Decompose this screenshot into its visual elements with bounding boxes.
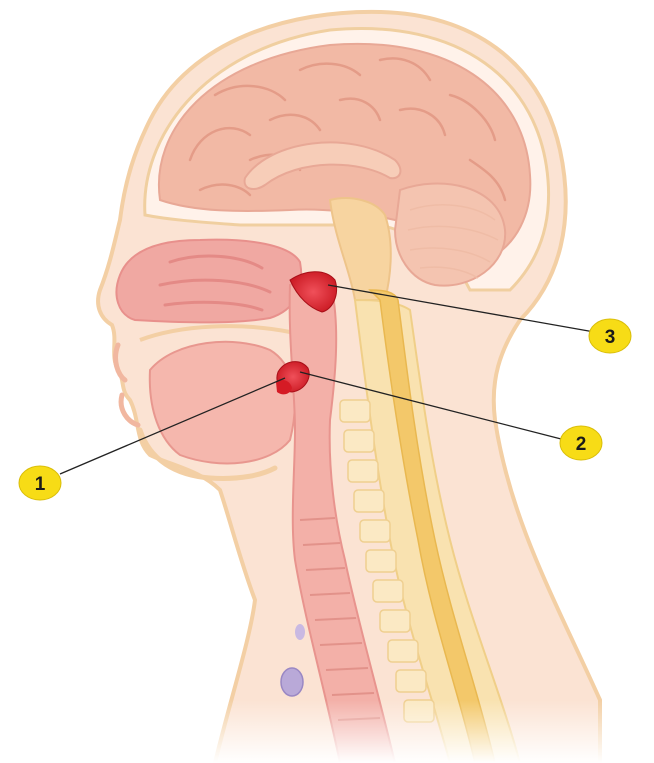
tongue — [148, 340, 296, 465]
brainstem — [328, 197, 392, 301]
leader-line-1 — [59, 377, 286, 475]
jaw — [137, 427, 278, 481]
cerebellum-folds — [407, 204, 499, 279]
callout-2-label: 2 — [576, 434, 587, 455]
palate — [139, 324, 291, 342]
pharyngeal-tonsil — [289, 271, 337, 313]
callout-1: 1 — [18, 465, 62, 501]
cerebellum — [393, 182, 507, 287]
corpus-callosum — [243, 141, 402, 191]
lips — [113, 342, 141, 428]
turbinates — [158, 254, 272, 312]
leader-line-3 — [327, 284, 601, 334]
neck-vessel-small — [295, 624, 305, 640]
callout-2: 2 — [559, 425, 603, 461]
callout-3-label: 3 — [605, 327, 616, 348]
lingual-tonsil — [276, 380, 292, 395]
trachea-rings — [299, 517, 381, 721]
callout-1-label: 1 — [35, 474, 46, 495]
callout-3: 3 — [588, 318, 632, 354]
leader-line-2 — [299, 371, 566, 441]
neck-vessel — [280, 667, 304, 697]
bottom-fade — [0, 700, 654, 763]
